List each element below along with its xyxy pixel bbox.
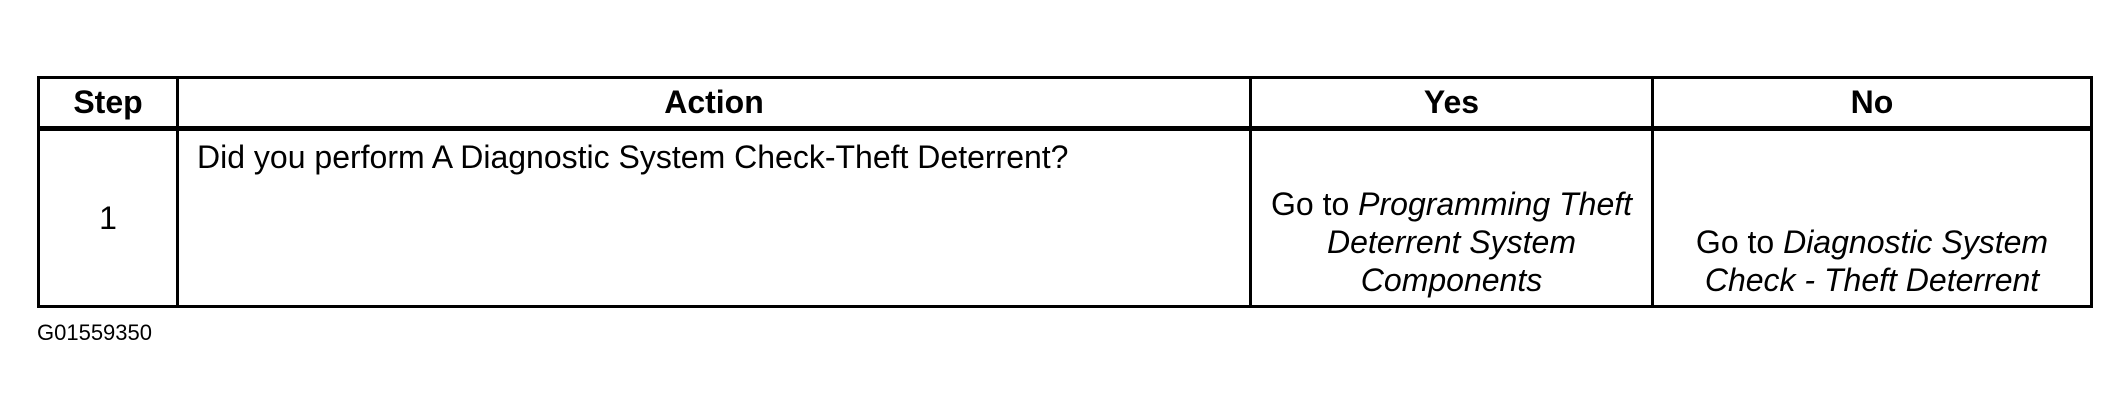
figure-id: G01559350 (37, 320, 152, 345)
table-header: Step Action Yes No (37, 76, 2093, 131)
yes-cell: Go to Programming Theft Deterrent System… (1249, 127, 1654, 308)
step-number: 1 (37, 127, 179, 308)
header-row: Step Action Yes No (37, 76, 2093, 131)
header-yes: Yes (1249, 76, 1654, 131)
action-text: Did you perform A Diagnostic System Chec… (176, 127, 1252, 308)
no-prefix: Go to (1695, 224, 1775, 260)
header-no: No (1651, 76, 2093, 131)
no-link[interactable]: Diagnostic System Check - Theft Deterren… (1704, 224, 2049, 298)
no-cell: Go to Diagnostic System Check - Theft De… (1651, 127, 2093, 308)
table-row: 1 Did you perform A Diagnostic System Ch… (37, 127, 2093, 308)
diagnostic-table: Step Action Yes No 1 Did you perform A D… (37, 76, 2093, 308)
yes-link[interactable]: Programming Theft Deterrent System Compo… (1327, 186, 1633, 298)
header-step: Step (37, 76, 179, 131)
header-action: Action (176, 76, 1252, 131)
table-body: 1 Did you perform A Diagnostic System Ch… (37, 127, 2093, 308)
yes-prefix: Go to (1270, 186, 1350, 222)
